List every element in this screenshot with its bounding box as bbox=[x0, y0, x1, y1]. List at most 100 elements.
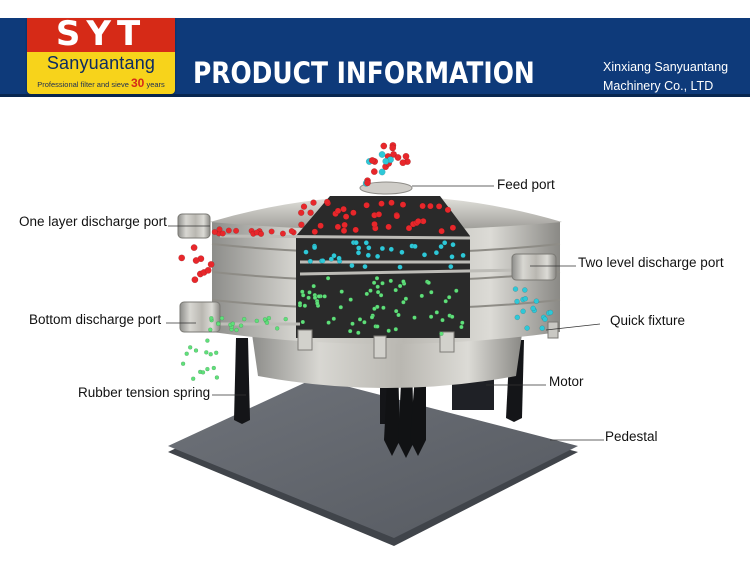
green-particle bbox=[443, 299, 448, 304]
green-particle bbox=[439, 331, 444, 336]
pedestal-plate bbox=[168, 378, 578, 546]
feed-particle bbox=[402, 152, 410, 160]
red-particle bbox=[371, 220, 378, 228]
green-particle bbox=[371, 280, 377, 285]
red-particle bbox=[307, 209, 314, 216]
feed-particle bbox=[364, 179, 371, 187]
logo-years-number: 30 bbox=[131, 76, 145, 90]
red-particle bbox=[342, 213, 350, 220]
cyan-particle bbox=[522, 296, 528, 302]
red-particle bbox=[211, 228, 218, 235]
green-particle bbox=[316, 294, 322, 299]
label-feed-port: Feed port bbox=[497, 177, 555, 192]
green-particle bbox=[401, 279, 406, 284]
red-particle bbox=[258, 230, 265, 237]
cyan-particle bbox=[520, 308, 526, 314]
cyan-particle bbox=[539, 325, 545, 331]
red-particle bbox=[233, 227, 240, 234]
cyan-particle bbox=[366, 245, 372, 251]
cyan-particle bbox=[530, 305, 536, 312]
logo-letters: SYT bbox=[55, 18, 147, 52]
cyan-particle bbox=[349, 263, 355, 269]
red-particle bbox=[340, 227, 348, 234]
feed-particle bbox=[370, 168, 378, 176]
cyan-particle bbox=[375, 253, 381, 260]
cyan-particle bbox=[397, 264, 403, 270]
cyan-particle bbox=[514, 298, 520, 305]
feed-particle bbox=[378, 151, 386, 158]
green-particle bbox=[311, 283, 316, 289]
green-particle bbox=[397, 283, 403, 289]
green-particle bbox=[254, 318, 259, 324]
green-particle bbox=[208, 352, 213, 357]
green-particle bbox=[283, 316, 288, 322]
red-particle bbox=[300, 203, 308, 210]
green-particle bbox=[396, 312, 401, 318]
green-particle bbox=[312, 295, 318, 300]
green-particle bbox=[213, 350, 219, 355]
green-particle bbox=[450, 314, 455, 319]
feed-particle bbox=[399, 159, 407, 167]
red-particle bbox=[204, 266, 212, 274]
green-particle bbox=[216, 321, 221, 327]
company-name: Xinxiang Sanyuantang Machinery Co., LTD bbox=[603, 58, 728, 96]
green-particle bbox=[401, 300, 406, 305]
green-particle bbox=[350, 321, 355, 326]
logo-tagline: Professional filter and sieve 30 years bbox=[31, 76, 171, 90]
feed-particle bbox=[378, 168, 386, 176]
cyan-particle bbox=[512, 286, 519, 292]
cyan-particle bbox=[522, 287, 528, 293]
green-particle bbox=[326, 320, 331, 325]
green-particle bbox=[204, 350, 209, 355]
cyan-particle bbox=[438, 244, 444, 250]
label-pedestal: Pedestal bbox=[605, 429, 658, 444]
green-particle bbox=[230, 321, 236, 326]
cyan-particle bbox=[450, 242, 456, 248]
feed-inlet bbox=[359, 181, 413, 195]
green-particle bbox=[331, 316, 336, 321]
page-title: PRODUCT INFORMATION bbox=[193, 56, 535, 90]
green-particle bbox=[357, 317, 363, 322]
red-particle bbox=[310, 199, 317, 206]
green-particle bbox=[374, 276, 380, 281]
green-particle bbox=[372, 306, 377, 311]
green-particle bbox=[393, 287, 398, 293]
company-line-1: Xinxiang Sanyuantang bbox=[603, 60, 729, 74]
two-level-discharge-port bbox=[511, 253, 557, 281]
red-particle bbox=[216, 226, 223, 233]
logo-red-band: SYT bbox=[27, 18, 175, 52]
cyan-particle bbox=[421, 252, 428, 258]
cyan-particle bbox=[460, 252, 466, 259]
green-particle bbox=[325, 276, 331, 281]
green-particle bbox=[301, 293, 306, 298]
green-particle bbox=[193, 348, 199, 353]
cyan-particle bbox=[303, 249, 309, 255]
green-particle bbox=[306, 295, 311, 300]
red-particle bbox=[298, 209, 305, 217]
green-particle bbox=[364, 291, 369, 297]
green-particle bbox=[315, 301, 320, 306]
cyan-particle bbox=[379, 245, 386, 252]
red-particle bbox=[375, 211, 383, 218]
cyan-particle bbox=[448, 264, 454, 270]
green-particle bbox=[388, 278, 393, 284]
cyan-particle bbox=[542, 316, 548, 322]
green-particle bbox=[209, 316, 214, 321]
cyan-particle bbox=[356, 245, 362, 251]
green-particle bbox=[205, 366, 210, 372]
feed-particle bbox=[389, 144, 397, 152]
green-particle bbox=[368, 288, 373, 293]
logo-years-word: years bbox=[146, 80, 165, 89]
green-particle bbox=[190, 376, 196, 381]
green-particle bbox=[322, 294, 327, 299]
green-particle bbox=[234, 327, 239, 333]
cyan-particle bbox=[320, 258, 326, 264]
cyan-particle bbox=[449, 254, 455, 260]
green-particle bbox=[419, 293, 424, 299]
cyan-particle bbox=[328, 256, 334, 262]
green-particle bbox=[386, 328, 391, 333]
green-particle bbox=[241, 316, 247, 322]
particles bbox=[178, 141, 554, 381]
leader-lines bbox=[166, 185, 604, 441]
green-particle bbox=[300, 319, 305, 325]
